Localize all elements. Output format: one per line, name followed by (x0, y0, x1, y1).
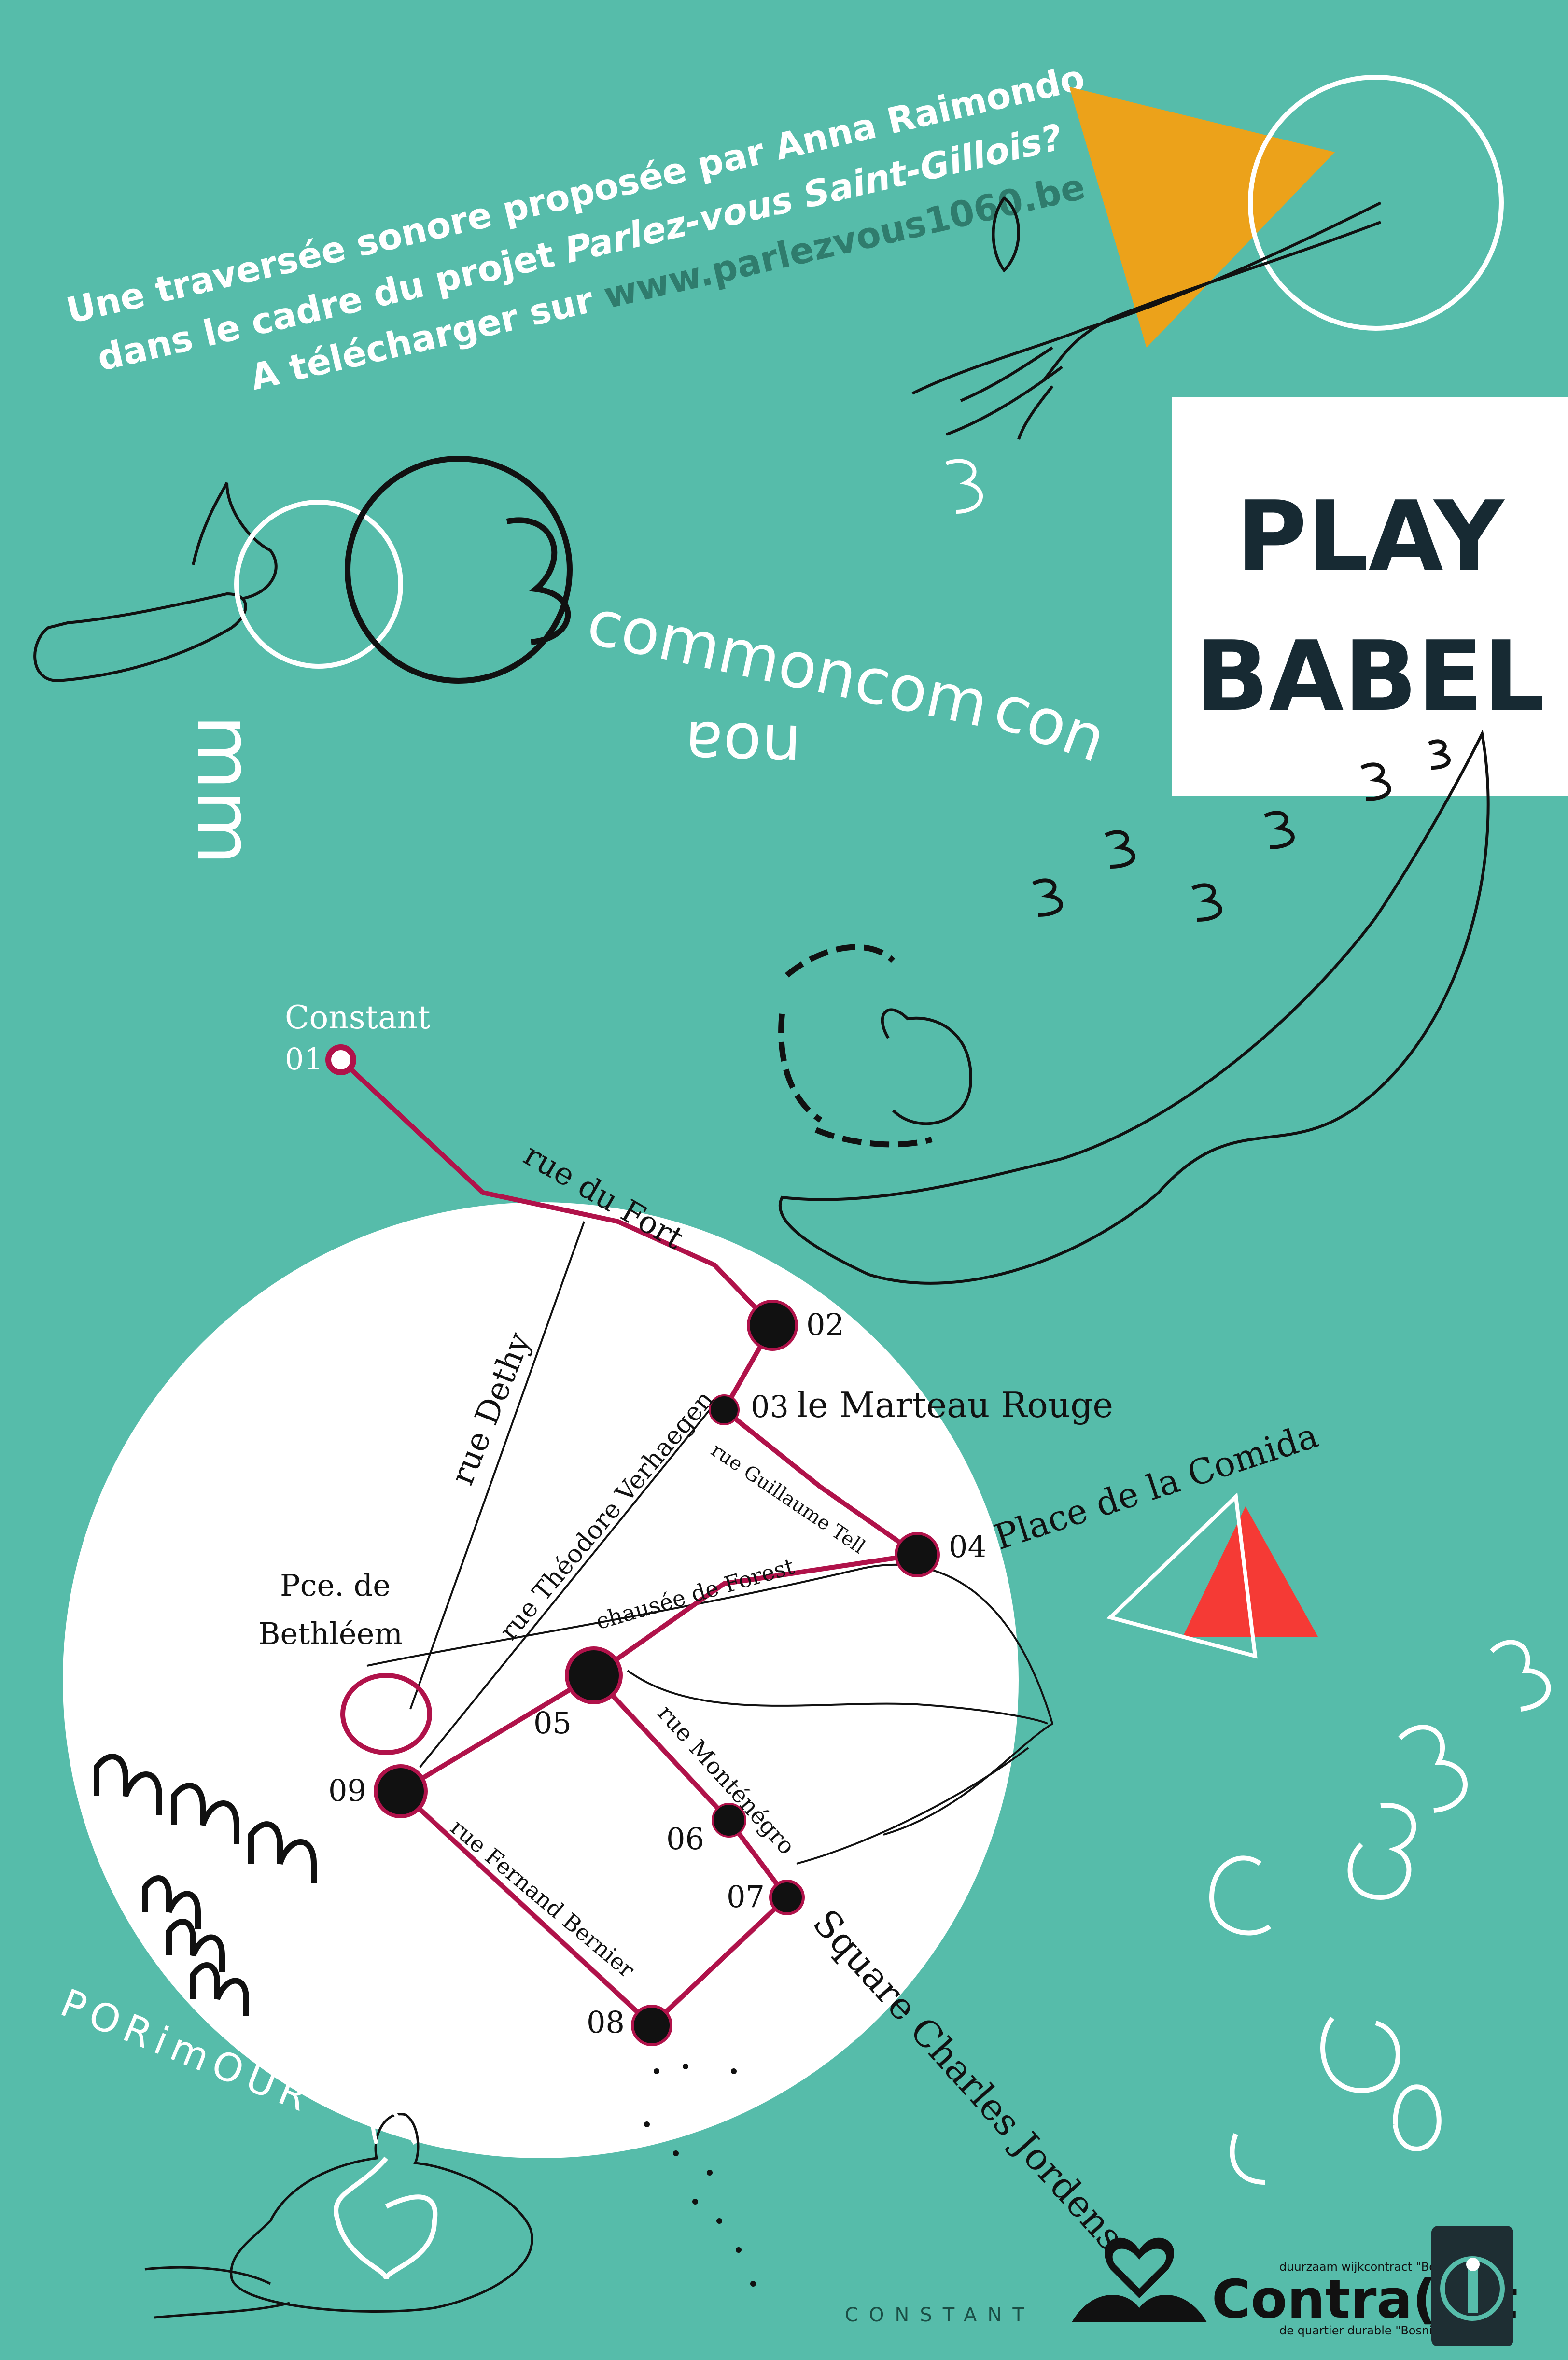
place-bethleem-line1: Pce. de (280, 1568, 391, 1603)
stop-01-number: 01 (285, 1041, 323, 1077)
red-triangle (1183, 1506, 1318, 1637)
figure-head-outline (371, 2101, 417, 2145)
hand-doodle-top (945, 346, 1063, 440)
title-play: PLAY (1236, 480, 1505, 593)
stop-06-number: 06 (666, 1821, 704, 1856)
finger-doodle (33, 592, 247, 683)
stop-08-number: 08 (587, 2005, 625, 2040)
arm-line (911, 201, 1382, 395)
title-box (1172, 397, 1568, 796)
black-circle (345, 456, 573, 684)
hand-doodle-left (192, 482, 278, 600)
heart-logo (1072, 2237, 1207, 2322)
stop-marker-05[interactable] (565, 1646, 623, 1704)
black-m-marks (94, 1754, 317, 2016)
white-doodles-right (1209, 1640, 1551, 2185)
black-3-marks (1032, 739, 1451, 922)
start-label: Constant (285, 999, 431, 1036)
thumb-doodle (881, 1008, 972, 1125)
stop-05-number: 05 (533, 1705, 572, 1741)
title-babel: BABEL (1195, 620, 1545, 733)
stop-marker-09[interactable] (374, 1764, 428, 1818)
eye-doodle (992, 196, 1020, 273)
stop-marker-07[interactable] (769, 1880, 805, 1915)
constant-logo-text: CONSTANT (845, 2304, 1035, 2326)
stop-03-name: le Marteau Rouge (797, 1385, 1113, 1425)
stop-marker-08[interactable] (631, 2005, 672, 2046)
intro-line-2: dans le cadre du projet Parlez-vous Sain… (93, 116, 1066, 379)
white-circle-top-right (1248, 75, 1504, 331)
bethleem-loop (340, 1673, 432, 1755)
stop-04-name: Place de la Comida (989, 1415, 1323, 1558)
stop-marker-03[interactable] (709, 1394, 740, 1425)
stop-02-number: 02 (806, 1307, 844, 1342)
contract-bottom-text: de quartier durable "Bosnie" (1279, 2324, 1445, 2337)
crescent-arm (778, 729, 1490, 1285)
stop-07-number: 07 (727, 1879, 765, 1914)
orange-triangle (1069, 87, 1335, 348)
white-3-top (945, 459, 983, 514)
stop-marker-06[interactable] (712, 1803, 746, 1838)
hand-ring-doodle (778, 944, 933, 1148)
commune-logo (1431, 2226, 1513, 2346)
stop-marker-01[interactable] (325, 1044, 356, 1075)
place-square-charles-jordens: Square Charles Jordens (805, 1901, 1133, 2258)
start-label-group: Constant (285, 999, 431, 1036)
doodle-word-con: con (984, 669, 1115, 777)
heart-icon (334, 2156, 438, 2280)
stop-09-number: 09 (328, 1773, 366, 1808)
intro-text: Une traversée sonore proposée par Anna R… (63, 57, 1089, 399)
doodle-m-left: mm (180, 715, 270, 865)
map-circle (63, 1202, 1019, 2158)
dots-trail (644, 2064, 756, 2287)
black-swirl (506, 517, 571, 645)
white-triangle-outline (1106, 1492, 1258, 1659)
stop-03-number: 03 (751, 1389, 789, 1424)
figure-doodle (144, 2113, 533, 2319)
stop-marker-04[interactable] (895, 1532, 940, 1577)
place-bethleem-line2: Bethléem (258, 1616, 403, 1651)
white-circle-left (234, 500, 403, 669)
stop-marker-02[interactable] (747, 1300, 798, 1351)
stop-04-number: 04 (949, 1529, 987, 1564)
doodle-word-noa: noa (683, 707, 802, 784)
